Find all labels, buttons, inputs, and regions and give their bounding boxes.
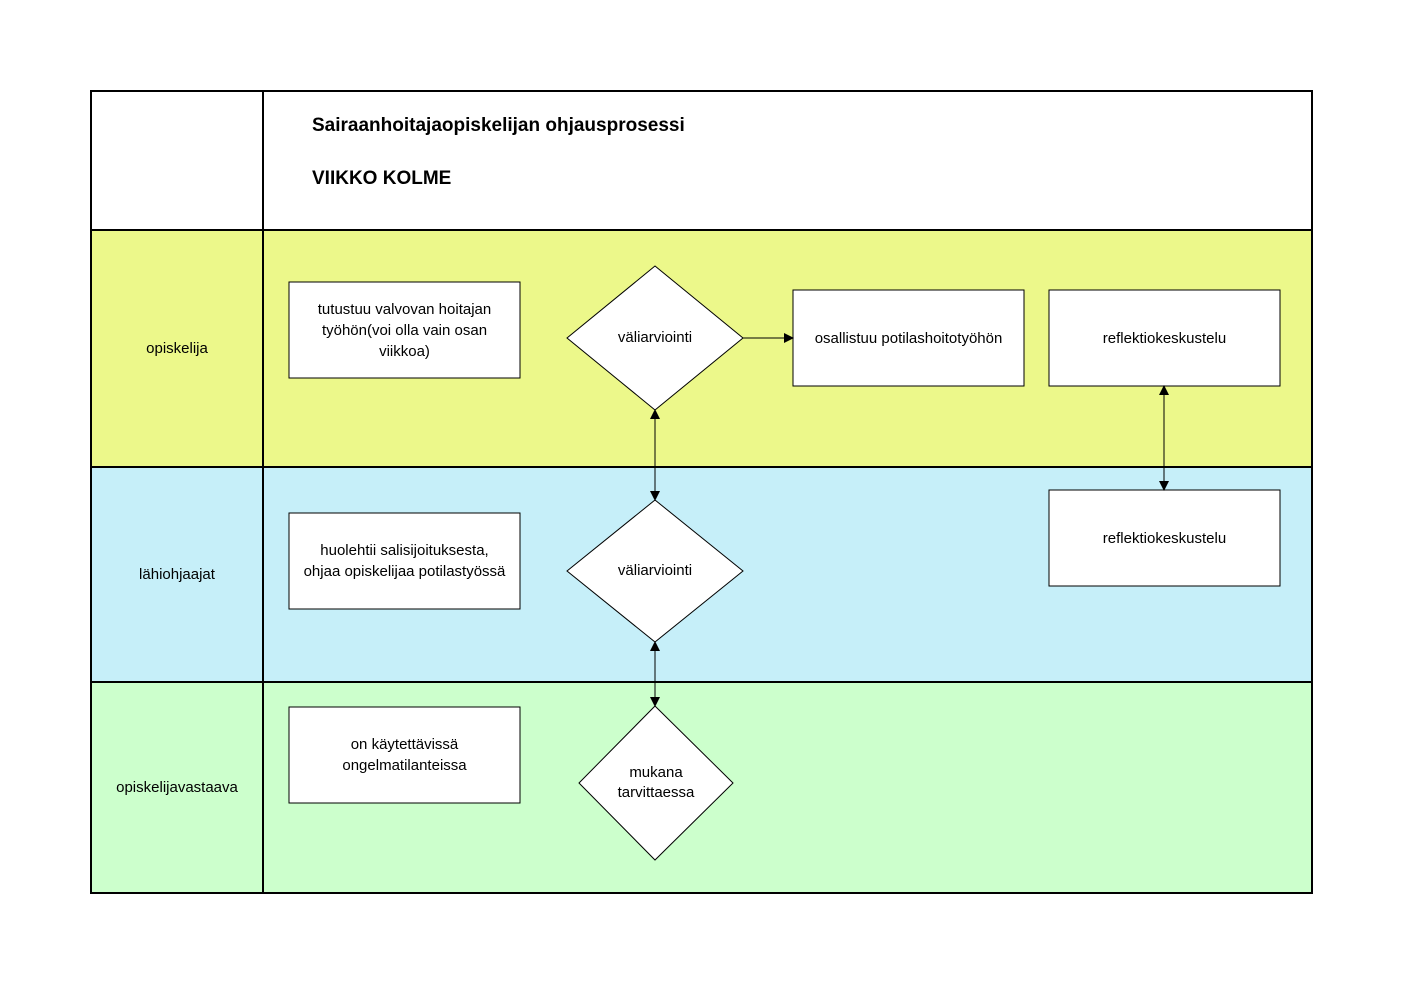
step-coordinator-task-text: on käytettävissä ongelmatilanteissa <box>342 736 467 774</box>
box-student-care <box>792 289 1025 387</box>
step-student-intro-text: tutustuu valvovan hoitajan työhön(voi ol… <box>317 300 492 360</box>
step-student-reflection-text: reflektiokeskustelu <box>1102 329 1227 347</box>
step-student-care-text: osallistuu potilashoitotyöhön <box>814 329 1003 347</box>
diamond-coordinator-decision <box>578 705 734 861</box>
header-row <box>90 90 1313 231</box>
lane-label-opiskelijavastaava: opiskelijavastaava <box>116 779 238 796</box>
week-label: VIIKKO KOLME <box>312 168 452 189</box>
box-student-intro <box>288 281 521 379</box>
box-supervisor-reflection <box>1048 489 1281 587</box>
step-supervisor-reflection-text: reflektiokeskustelu <box>1102 529 1227 547</box>
box-coordinator-task <box>288 706 521 804</box>
decision-supervisor-review-text: väliarviointi <box>617 562 693 579</box>
diagram-title: Sairaanhoitajaopiskelijan ohjausprosessi <box>312 115 685 136</box>
decision-coordinator-text: mukana tarvittaessa <box>617 764 695 801</box>
step-supervisor-task-text: huolehtii salisijoituksesta, ohjaa opisk… <box>303 542 506 580</box>
decision-student-review-text: väliarviointi <box>617 329 693 346</box>
box-supervisor-task <box>288 512 521 610</box>
lane-label-lahiohjaajat: lähiohjaajat <box>139 566 215 583</box>
box-student-reflection <box>1048 289 1281 387</box>
lane-label-opiskelija: opiskelija <box>146 340 208 357</box>
